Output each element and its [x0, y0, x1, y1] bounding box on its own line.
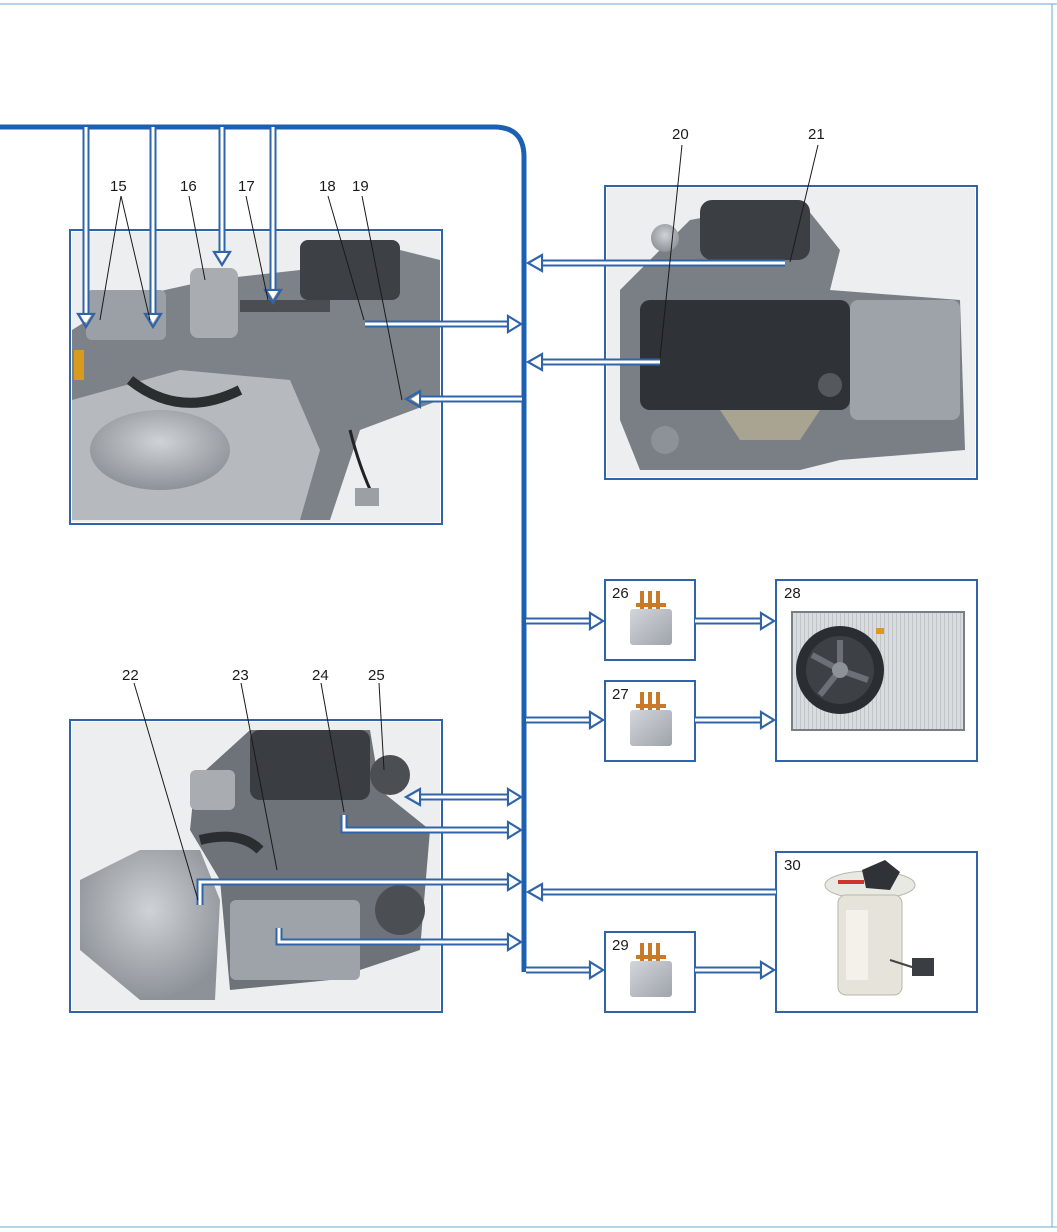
arrow-22-to-bus: [196, 872, 524, 905]
arrow-26-to-28: [695, 611, 777, 631]
arrow-25-bidirectional: [403, 787, 524, 807]
panel-engine-top-left: [69, 229, 443, 525]
arrow-20-to-bus: [525, 352, 660, 372]
main-bus-line: [0, 124, 527, 972]
relay-box-26: [604, 579, 696, 661]
label-16: 16: [180, 178, 197, 195]
leader-lines: [99, 144, 819, 901]
relay-box-29: [604, 931, 696, 1013]
arrow-27-to-28: [695, 710, 777, 730]
label-24: 24: [312, 667, 329, 684]
relay-photo: [630, 591, 672, 645]
arrow-24-to-bus: [340, 815, 524, 840]
engine-gearbox-photo: [72, 722, 440, 1010]
engine-intake-manifold-photo: [607, 188, 975, 477]
arrow-bus-to-27: [526, 710, 606, 730]
fuel-pump-module-photo: [824, 860, 934, 996]
arrow-bus-to-26: [526, 611, 606, 631]
relay-box-27: [604, 680, 696, 762]
panel-engine-bottom-left: [69, 719, 443, 1013]
label-19: 19: [352, 178, 369, 195]
arrow-21-to-bus: [525, 253, 785, 273]
arrow-18-to-bus: [365, 314, 524, 334]
label-21: 21: [808, 126, 825, 143]
label-22: 22: [122, 667, 139, 684]
label-15: 15: [110, 178, 127, 195]
label-20: 20: [672, 126, 689, 143]
arrow-bus-to-17: [263, 127, 283, 306]
arrow-bus-to-19: [403, 389, 522, 409]
arrow-23-to-bus: [275, 928, 524, 952]
arrow-29-to-30: [695, 960, 777, 980]
arrow-bus-to-16: [212, 127, 232, 268]
relay-photo: [630, 692, 672, 746]
label-18: 18: [319, 178, 336, 195]
fuel-pump-box-30: [775, 851, 978, 1013]
label-29: 29: [612, 937, 629, 954]
radiator-box-28: [775, 579, 978, 762]
label-23: 23: [232, 667, 249, 684]
arrow-bus-to-15a: [76, 127, 96, 330]
arrow-bus-to-29: [526, 960, 606, 980]
relay-photo: [630, 943, 672, 997]
arrow-bus-to-15b: [143, 127, 163, 330]
panel-engine-top-right: [604, 185, 978, 480]
label-28: 28: [784, 585, 801, 602]
label-26: 26: [612, 585, 629, 602]
label-27: 27: [612, 686, 629, 703]
radiator-fan-photo: [791, 611, 965, 731]
arrow-30-to-bus: [525, 882, 776, 902]
engine-throttle-body-photo: [72, 232, 440, 522]
label-25: 25: [368, 667, 385, 684]
label-17: 17: [238, 178, 255, 195]
label-30: 30: [784, 857, 801, 874]
